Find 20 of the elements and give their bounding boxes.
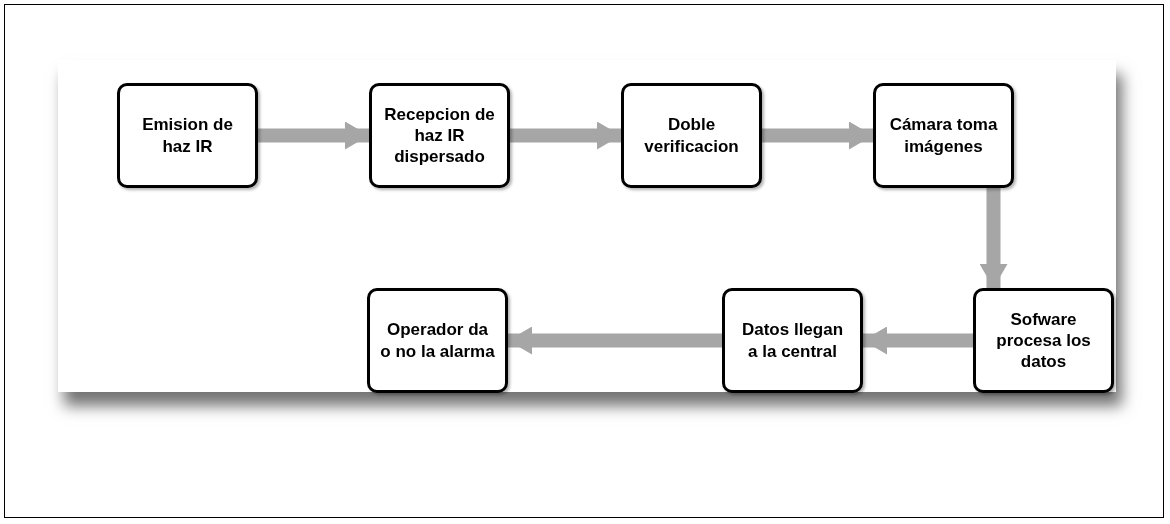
arrow: [510, 121, 621, 150]
step-text: Datos llegan a la central: [740, 319, 845, 362]
process-box: [722, 288, 863, 393]
step-text: Sofware procesa los datos: [995, 308, 1092, 373]
process-box: [621, 83, 762, 188]
step-text: Recepcion de haz IR dispersado: [383, 103, 496, 168]
step-text: Emision de haz IR: [141, 114, 234, 157]
process-box: [367, 288, 508, 393]
arrow: [762, 121, 873, 150]
process-box: [973, 288, 1114, 393]
process-box: [873, 83, 1014, 188]
process-box: [117, 83, 258, 188]
arrow: [508, 326, 722, 355]
arrow: [863, 326, 973, 355]
step-text: Doble verificacion: [643, 114, 740, 157]
step-text: Operador da o no la alarma: [379, 319, 496, 362]
process-box: [369, 83, 510, 188]
arrow: [979, 188, 1008, 288]
step-text: Cámara toma imágenes: [888, 114, 999, 157]
arrow: [258, 121, 369, 150]
